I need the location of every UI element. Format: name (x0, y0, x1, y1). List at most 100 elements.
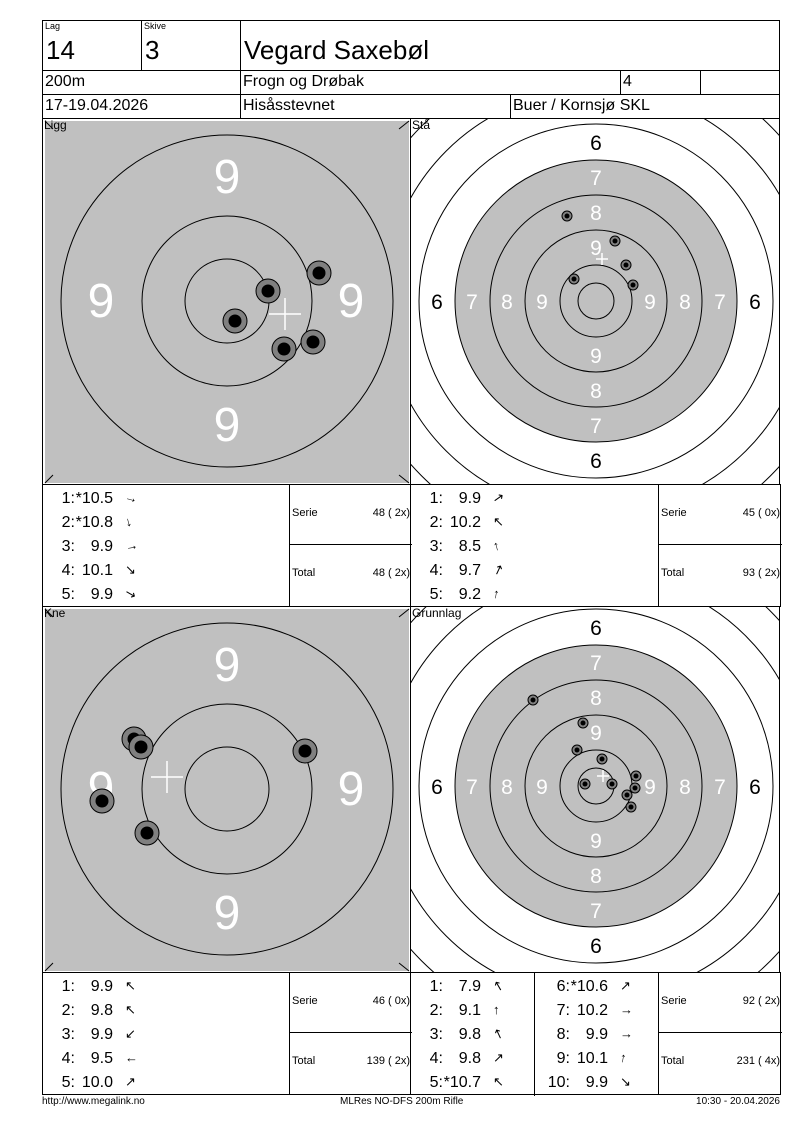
ring-label: 9 (590, 722, 602, 745)
shot-mark (625, 801, 637, 813)
shot-row: 3:9.8↖ (411, 1025, 541, 1043)
ring-label: 6 (590, 450, 602, 473)
shot-value: 9.9 (585, 1074, 608, 1091)
shot-mark (596, 753, 608, 765)
divider (659, 1032, 782, 1033)
direction-arrow-icon: ↙ (125, 1026, 136, 1041)
direction-arrow-icon: ↘ (620, 1074, 631, 1089)
ring-label: 9 (644, 776, 656, 799)
ring-label: 7 (590, 652, 602, 675)
gray-zone (454, 159, 738, 443)
direction-arrow-icon: ↘ (123, 584, 138, 603)
lag-value: 14 (46, 35, 75, 65)
shot-value: 9.9 (90, 1026, 113, 1043)
shot-value: 9.9 (90, 978, 113, 995)
ring (60, 622, 394, 956)
shot-number: 1: (61, 978, 75, 995)
series-summary: Serie 45 ( 0x) Total 93 ( 2x) (658, 484, 782, 607)
shot-row: 4:10.1↘ (43, 562, 173, 579)
ring (418, 123, 774, 479)
skive-value: 3 (145, 35, 160, 65)
score-table-grunnlag: 1:7.9↖2:9.1↑3:9.8↖4:9.8↗5:*10.7↖6:*10.6↗… (410, 972, 782, 1096)
shot-mark (577, 717, 589, 729)
direction-arrow-icon: ↖ (125, 978, 136, 993)
shot-value: 9.9 (585, 1026, 608, 1043)
shot-row: 8:9.9→ (538, 1026, 668, 1043)
shot-value: 9.2 (458, 586, 481, 603)
ring-label: 8 (679, 291, 691, 314)
serie-label: Serie (661, 995, 687, 1007)
ring-label: 6 (749, 291, 761, 314)
ring-label: 9 (338, 763, 365, 816)
shot-value: 10.0 (81, 1074, 113, 1091)
gray-zone (454, 644, 738, 928)
ring (418, 608, 774, 964)
direction-arrow-icon: ↖ (490, 1024, 507, 1043)
direction-arrow-icon: → (620, 1002, 633, 1017)
total-value: 231 ( 4x) (736, 1055, 780, 1067)
shot-number: 1: (429, 978, 443, 995)
ring-label: 9 (590, 345, 602, 368)
shot-row: 6:*10.6↗ (538, 978, 668, 995)
ring (184, 746, 270, 832)
shot-value: 9.8 (90, 1002, 113, 1019)
shot-value: 10.2 (576, 1002, 608, 1019)
series-summary: Serie 48 ( 2x) Total 48 ( 2x) (289, 484, 412, 607)
shot-number: 3: (61, 538, 75, 555)
shot-mark (620, 259, 632, 271)
shot-number: 5: (61, 586, 75, 603)
score-table-ligg: 1:*10.5→2:*10.8↓3:9.9→4:10.1↘5:9.9↘ Seri… (42, 484, 412, 607)
shot-mark (89, 788, 115, 814)
shot-row: 5:*10.7↖ (411, 1074, 541, 1091)
ring-label: 8 (590, 687, 602, 710)
direction-arrow-icon: ↖ (493, 514, 504, 529)
ring-label: 9 (338, 275, 365, 328)
target-kne: Kne9999 (42, 606, 411, 973)
ring-label: 6 (431, 291, 443, 314)
club-cell: Frogn og Drøbak (240, 70, 621, 95)
position-label: Kne (44, 606, 66, 620)
serie-value: 48 ( 2x) (372, 507, 410, 519)
range-cell: Buer / Kornsjø SKL (510, 94, 780, 119)
shot-mark (222, 308, 248, 334)
shot-number: 5: (61, 1074, 75, 1091)
ring-label: 9 (214, 887, 241, 940)
distance: 200m (45, 73, 86, 90)
range: Buer / Kornsjø SKL (513, 97, 650, 114)
club: Frogn og Drøbak (243, 73, 364, 90)
ring (577, 282, 615, 320)
direction-arrow-icon: ↑ (491, 585, 501, 602)
shot-row: 4:9.7↗ (411, 561, 541, 579)
shot-number: 3: (429, 1026, 443, 1043)
shot-number: 4: (61, 562, 75, 579)
event: Hisåsstevnet (243, 97, 335, 114)
shot-number: 1: (61, 490, 75, 507)
lag-label: Lag (45, 21, 61, 31)
footer-url[interactable]: http://www.megalink.no (42, 1096, 145, 1107)
shot-row: 3:8.5↑ (411, 537, 541, 555)
shot-number: 7: (556, 1002, 570, 1019)
ring-label: 8 (679, 776, 691, 799)
score-table-staa: 1:9.9↗2:10.2↖3:8.5↑4:9.7↗5:9.2↑ Serie 45… (410, 484, 782, 607)
ring-label: 8 (501, 291, 513, 314)
shot-value: *10.5 (75, 490, 113, 507)
direction-arrow-icon: ↗ (125, 1074, 136, 1089)
shot-mark (306, 260, 332, 286)
total-label: Total (661, 1055, 685, 1067)
shot-mark (568, 273, 580, 285)
shot-number: 2: (61, 514, 75, 531)
shot-value: 9.7 (458, 562, 481, 579)
ring-label: 8 (501, 776, 513, 799)
total-label: Total (661, 567, 685, 579)
serie-label: Serie (661, 507, 687, 519)
shot-number: 1: (429, 490, 443, 507)
shot-value: 9.5 (90, 1050, 113, 1067)
ring-label: 7 (466, 291, 478, 314)
direction-arrow-icon: ↗ (620, 978, 631, 993)
shot-number: 4: (429, 1050, 443, 1067)
shot-value: 9.9 (90, 586, 113, 603)
shot-row: 2:10.2↖ (411, 514, 541, 531)
total-label: Total (292, 1055, 316, 1067)
